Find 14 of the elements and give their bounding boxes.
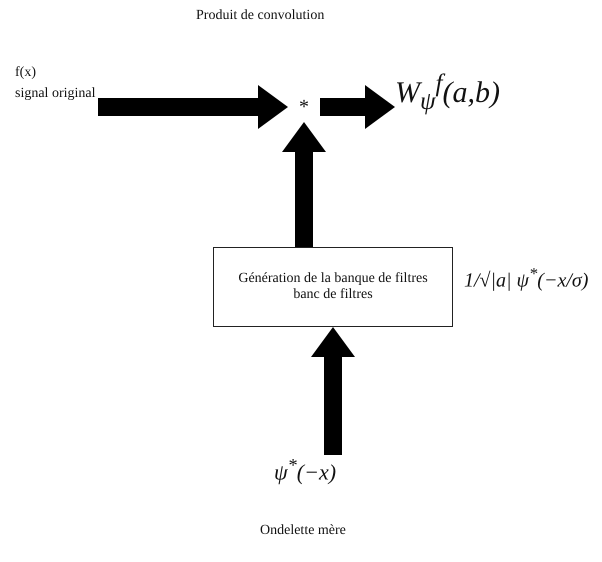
node-text: signal original (15, 85, 96, 103)
math-formula: W$_{ψ}$$^{f}$(a,b) (395, 70, 500, 116)
operator-symbol: * (299, 96, 309, 119)
node-text: f(x) (15, 64, 36, 82)
math-formula: ψ$^{*}$(−x) (274, 455, 336, 486)
math-formula: 1/√|a| ψ$^{*}$(−x/σ) (464, 264, 588, 293)
node-text: Génération de la banque de filtres (238, 271, 428, 287)
block-arrow (282, 122, 326, 247)
block-arrow (311, 327, 355, 455)
block-arrow (98, 85, 288, 129)
block-arrow (320, 85, 395, 129)
caption-text: Ondelette mère (260, 523, 346, 539)
caption-text: Produit de convolution (196, 8, 324, 24)
node-text: banc de filtres (293, 287, 373, 303)
